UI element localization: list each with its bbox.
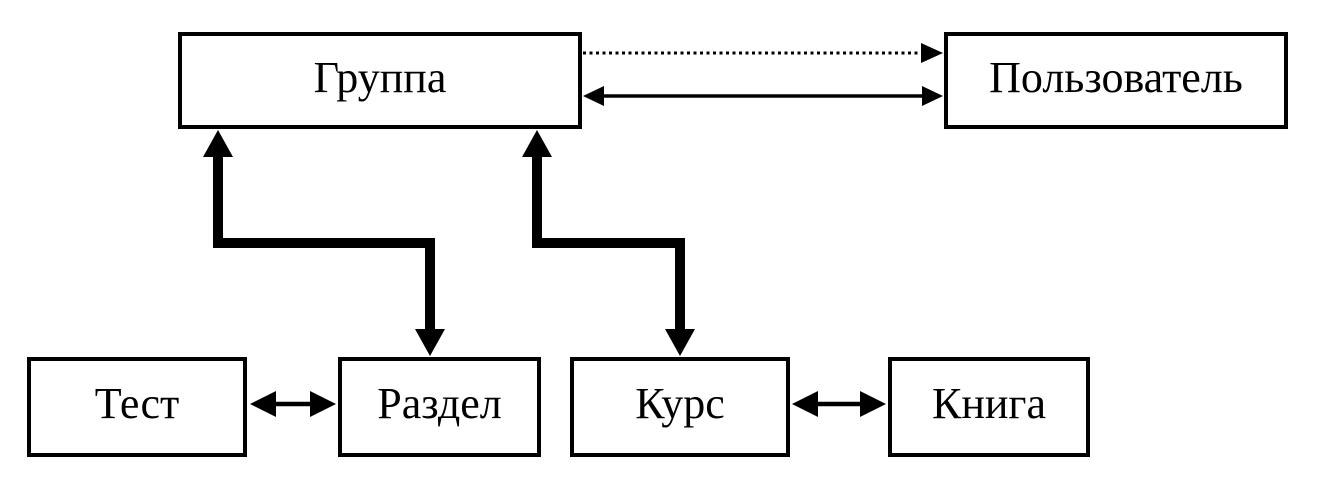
edge-gruppa-polzovatel-dotted [583, 43, 943, 63]
arrowhead-right [921, 43, 943, 63]
edge-gruppa-kurs-elbow [522, 130, 695, 356]
arrowhead-right [310, 391, 336, 417]
node-razdel: Раздел [338, 357, 541, 457]
edge-test-razdel [250, 391, 336, 417]
arrowhead-left [792, 391, 818, 417]
node-razdel-label: Раздел [377, 379, 502, 428]
arrowhead-down [665, 329, 695, 356]
edge-kurs-kniga [792, 391, 886, 417]
arrowhead-left [583, 86, 604, 106]
edge-gruppa-razdel-elbow [203, 130, 445, 356]
arrowhead-up [522, 130, 552, 157]
arrowhead-up [203, 130, 233, 157]
arrowhead-right [860, 391, 886, 417]
edge-gruppa-polzovatel-solid [583, 86, 943, 106]
node-test: Тест [27, 357, 247, 457]
node-kurs-label: Курс [635, 379, 725, 428]
node-kurs: Курс [570, 357, 790, 457]
node-gruppa-label: Группа [313, 52, 447, 102]
node-kniga-label: Книга [931, 379, 1047, 428]
arrowhead-right [922, 86, 943, 106]
arrowhead-left [250, 391, 276, 417]
edge-thick-elbow [213, 153, 435, 333]
node-polzovatel: Пользователь [944, 32, 1288, 129]
node-polzovatel-label: Пользователь [989, 52, 1243, 102]
node-test-label: Тест [94, 379, 180, 428]
node-kniga: Книга [888, 357, 1090, 457]
edge-thick-elbow [532, 153, 685, 333]
arrowhead-down [415, 329, 445, 356]
node-gruppa: Группа [178, 32, 582, 129]
